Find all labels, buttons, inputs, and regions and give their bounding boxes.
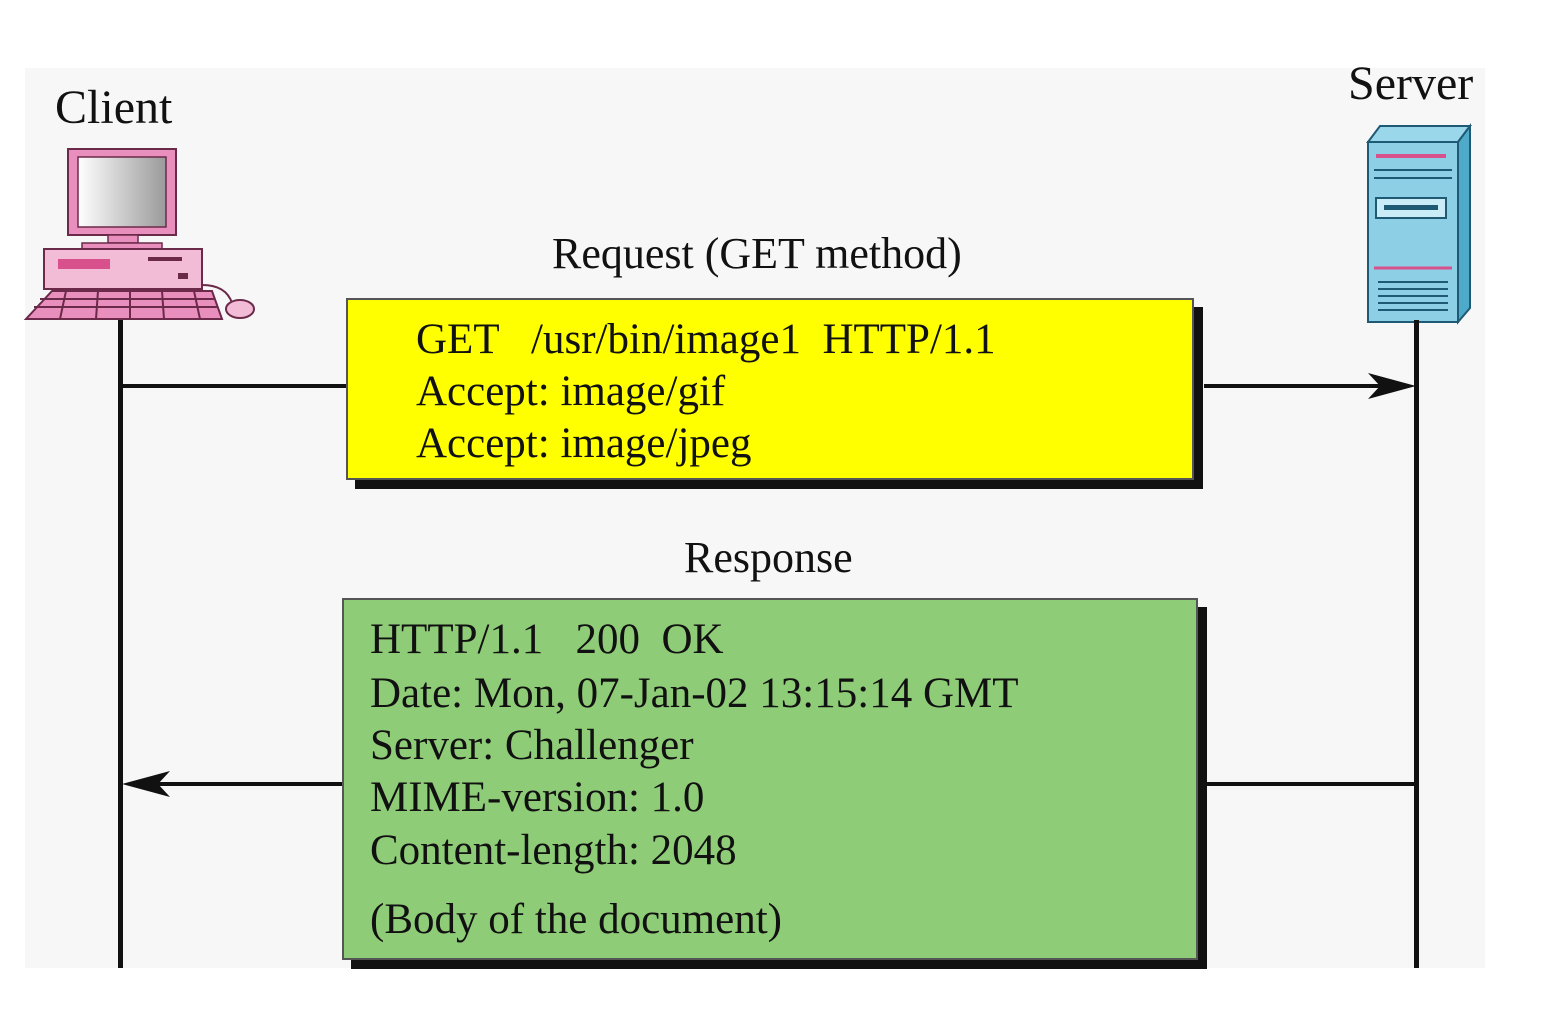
response-line-4: MIME-version: 1.0 — [370, 774, 705, 821]
response-message-box: HTTP/1.1 200 OK Date: Mon, 07-Jan-02 13:… — [342, 598, 1198, 960]
response-arrow-right-segment — [1206, 782, 1416, 786]
request-line-2: Accept: image/gif — [416, 368, 726, 415]
request-arrow-right-segment — [1204, 384, 1390, 388]
request-title: Request (GET method) — [552, 229, 962, 278]
response-title: Response — [684, 533, 853, 582]
server-tower-icon — [1366, 123, 1472, 325]
request-line-3: Accept: image/jpeg — [416, 420, 752, 467]
response-arrow-left-segment — [150, 782, 346, 786]
response-line-1: HTTP/1.1 200 OK — [370, 616, 724, 663]
response-line-2: Date: Mon, 07-Jan-02 13:15:14 GMT — [370, 670, 1019, 717]
server-label: Server — [1348, 57, 1474, 110]
response-line-3: Server: Challenger — [370, 722, 694, 769]
response-arrowhead-icon — [122, 771, 170, 797]
request-message-box: GET /usr/bin/image1 HTTP/1.1 Accept: ima… — [346, 298, 1194, 480]
request-arrowhead-icon — [1368, 373, 1416, 399]
response-line-5: Content-length: 2048 — [370, 827, 737, 874]
server-timeline — [1414, 320, 1419, 968]
client-timeline — [118, 320, 123, 968]
response-line-6: (Body of the document) — [370, 896, 782, 943]
desktop-computer-icon — [23, 148, 255, 320]
request-arrow-left-segment — [120, 384, 348, 388]
request-line-1: GET /usr/bin/image1 HTTP/1.1 — [416, 316, 996, 363]
client-label: Client — [55, 81, 173, 134]
